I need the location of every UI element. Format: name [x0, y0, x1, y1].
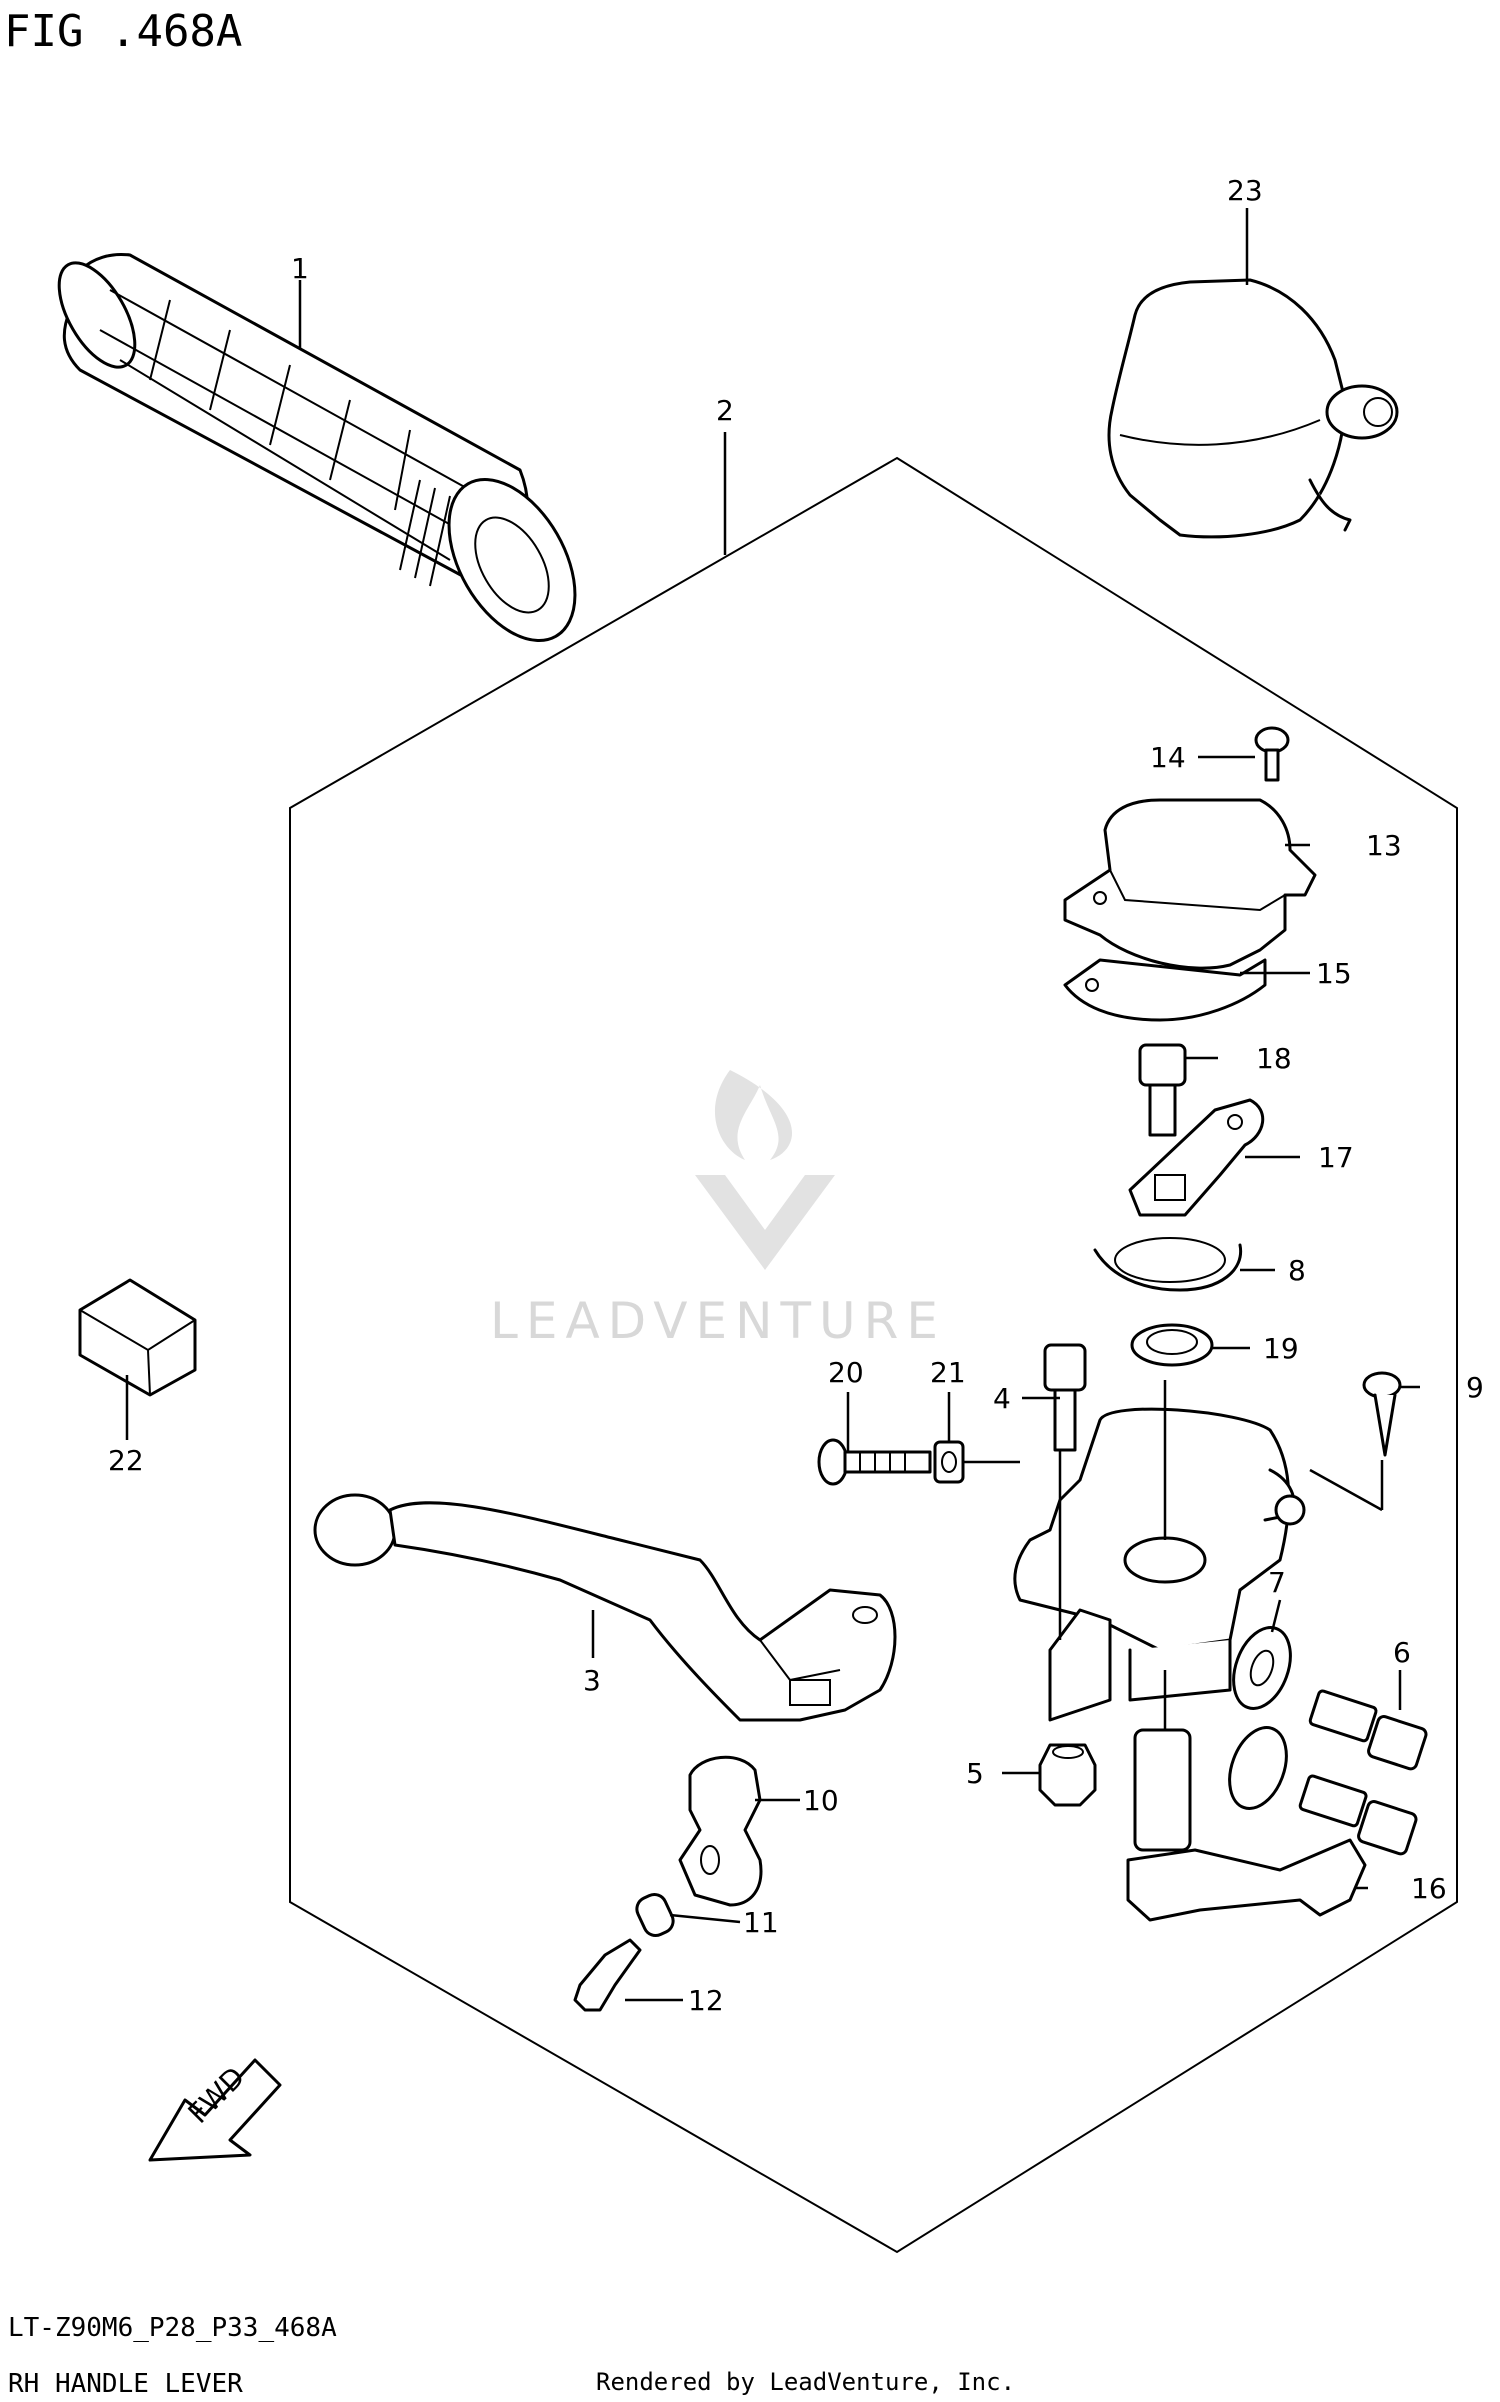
- watermark-text: LEADVENTURE: [490, 1292, 946, 1350]
- fwd-arrow-icon: FWD: [148, 2058, 282, 2162]
- gasket-part: [1063, 958, 1267, 1022]
- brake-lever-part: [313, 1493, 897, 1722]
- rendered-by-credit: Rendered by LeadVenture, Inc.: [596, 2368, 1015, 2396]
- callout-1: 1: [291, 252, 309, 285]
- leadventure-watermark: LEADVENTURE: [490, 1070, 946, 1350]
- callout-16: 16: [1411, 1872, 1447, 1905]
- callout-11: 11: [743, 1906, 779, 1939]
- callout-2: 2: [716, 394, 734, 427]
- callout-23: 23: [1227, 174, 1263, 207]
- callout-22: 22: [108, 1444, 144, 1477]
- switch-arm-16-part: [1126, 1728, 1367, 1922]
- callout-10: 10: [803, 1784, 839, 1817]
- bolt-6-part: [1298, 1689, 1428, 1856]
- callout-15: 15: [1316, 957, 1352, 990]
- callout-20: 20: [828, 1356, 864, 1389]
- callout-labels: 1 2 3 4 5 6 7 8 9 10 11 12 13 14 15 16 1…: [108, 174, 1484, 2017]
- model-code: LT-Z90M6_P28_P33_468A: [8, 2313, 337, 2343]
- callout-4: 4: [993, 1382, 1011, 1415]
- callout-13: 13: [1366, 829, 1402, 862]
- grip-part: [57, 252, 577, 643]
- clamp-10-part: [678, 1755, 763, 1907]
- switch-housing-cover-part: [1063, 798, 1317, 970]
- callout-9: 9: [1466, 1371, 1484, 1404]
- bolt-20-part: [817, 1438, 932, 1486]
- nut-5-part: [1038, 1743, 1097, 1807]
- master-cylinder-body-part: [1013, 1407, 1306, 1722]
- clip-8-part: [1093, 1237, 1243, 1292]
- callout-17: 17: [1318, 1141, 1354, 1174]
- pivot-pin-4-part: [1043, 1343, 1087, 1452]
- callout-6: 6: [1393, 1636, 1411, 1669]
- figure-title: FIG .468A: [4, 6, 242, 57]
- adjuster-7-part: [1228, 1626, 1292, 1810]
- bolt-12-part: [573, 1938, 642, 2012]
- callout-19: 19: [1263, 1332, 1299, 1365]
- block-part: [78, 1278, 197, 1397]
- assembly-boundary: [289, 456, 1458, 2254]
- callout-21: 21: [930, 1356, 966, 1389]
- callout-8: 8: [1288, 1254, 1306, 1287]
- callout-14: 14: [1150, 741, 1186, 774]
- diagram-subtitle: RH HANDLE LEVER: [8, 2369, 243, 2399]
- nut-21-part: [933, 1440, 965, 1484]
- screw-9-part: [1362, 1371, 1402, 1457]
- switch-cover-part: [1107, 278, 1399, 539]
- bolt-18-part: [1138, 1043, 1187, 1137]
- bracket-17-part: [1128, 1098, 1265, 1217]
- screw-14-part: [1254, 726, 1290, 782]
- callout-12: 12: [688, 1984, 724, 2017]
- washer-19-part: [1130, 1323, 1214, 1367]
- callout-5: 5: [966, 1757, 984, 1790]
- callout-18: 18: [1256, 1042, 1292, 1075]
- callout-7: 7: [1268, 1566, 1286, 1599]
- leader-lines: [125, 208, 1420, 2002]
- collar-11-part: [635, 1892, 675, 1938]
- callout-3: 3: [583, 1664, 601, 1697]
